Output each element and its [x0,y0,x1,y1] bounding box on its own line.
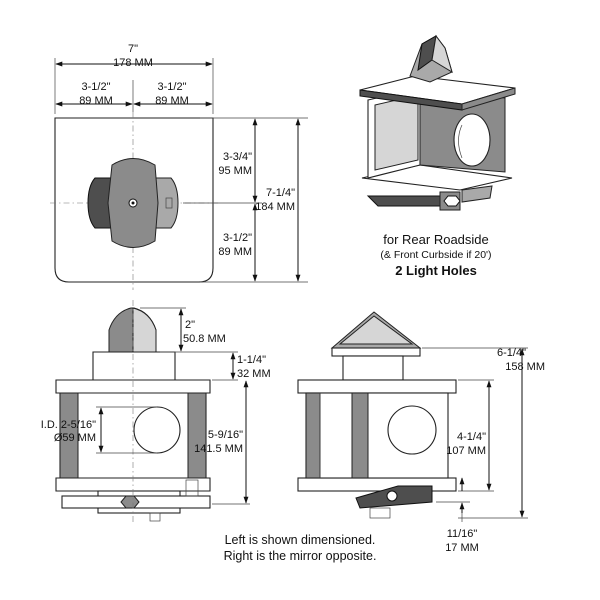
total-height-in: 7-1/4" [266,187,295,199]
upper-height-in: 3-3/4" [223,151,252,163]
light-holes-label: 2 Light Holes [395,263,477,278]
side-view [297,311,528,522]
hole-id-in: I.D. 2-5/16" [41,419,96,431]
right-half-in: 3-1/2" [158,81,187,93]
front-view [55,300,250,525]
top-view [50,58,308,290]
left-half-mm: 89 MM [79,95,113,107]
flange-in: 1-1/4" [237,354,266,366]
right-half-mm: 89 MM [155,95,189,107]
side-total-mm: 158 MM [505,361,545,373]
cap-height-in: 2" [185,319,195,331]
top-width-mm: 178 MM [113,57,153,69]
side-body-in: 4-1/4" [457,431,486,443]
left-half-in: 3-1/2" [82,81,111,93]
usage-line-1: for Rear Roadside [383,232,489,247]
upper-height-mm: 95 MM [218,165,252,177]
cap-height-mm: 50.8 MM [183,333,226,345]
lower-height-in: 3-1/2" [223,232,252,244]
note-line-2: Right is the mirror opposite. [224,549,377,563]
isometric-view [359,34,516,211]
note-line-1: Left is shown dimensioned. [225,533,376,547]
bottom-mm: 17 MM [445,542,479,554]
bottom-in: 11/16" [447,528,478,540]
body-height-mm: 141.5 MM [194,443,243,455]
lower-height-mm: 89 MM [218,246,252,258]
usage-line-2: (& Front Curbside if 20') [380,249,491,261]
top-width-in: 7" [128,43,138,55]
body-height-in: 5-9/16" [208,429,243,441]
side-body-mm: 107 MM [446,445,486,457]
side-total-in: 6-1/4" [497,347,526,359]
flange-mm: 32 MM [237,368,271,380]
hole-id-mm: Ø59 MM [54,432,96,444]
total-height-mm: 184 MM [255,201,295,213]
